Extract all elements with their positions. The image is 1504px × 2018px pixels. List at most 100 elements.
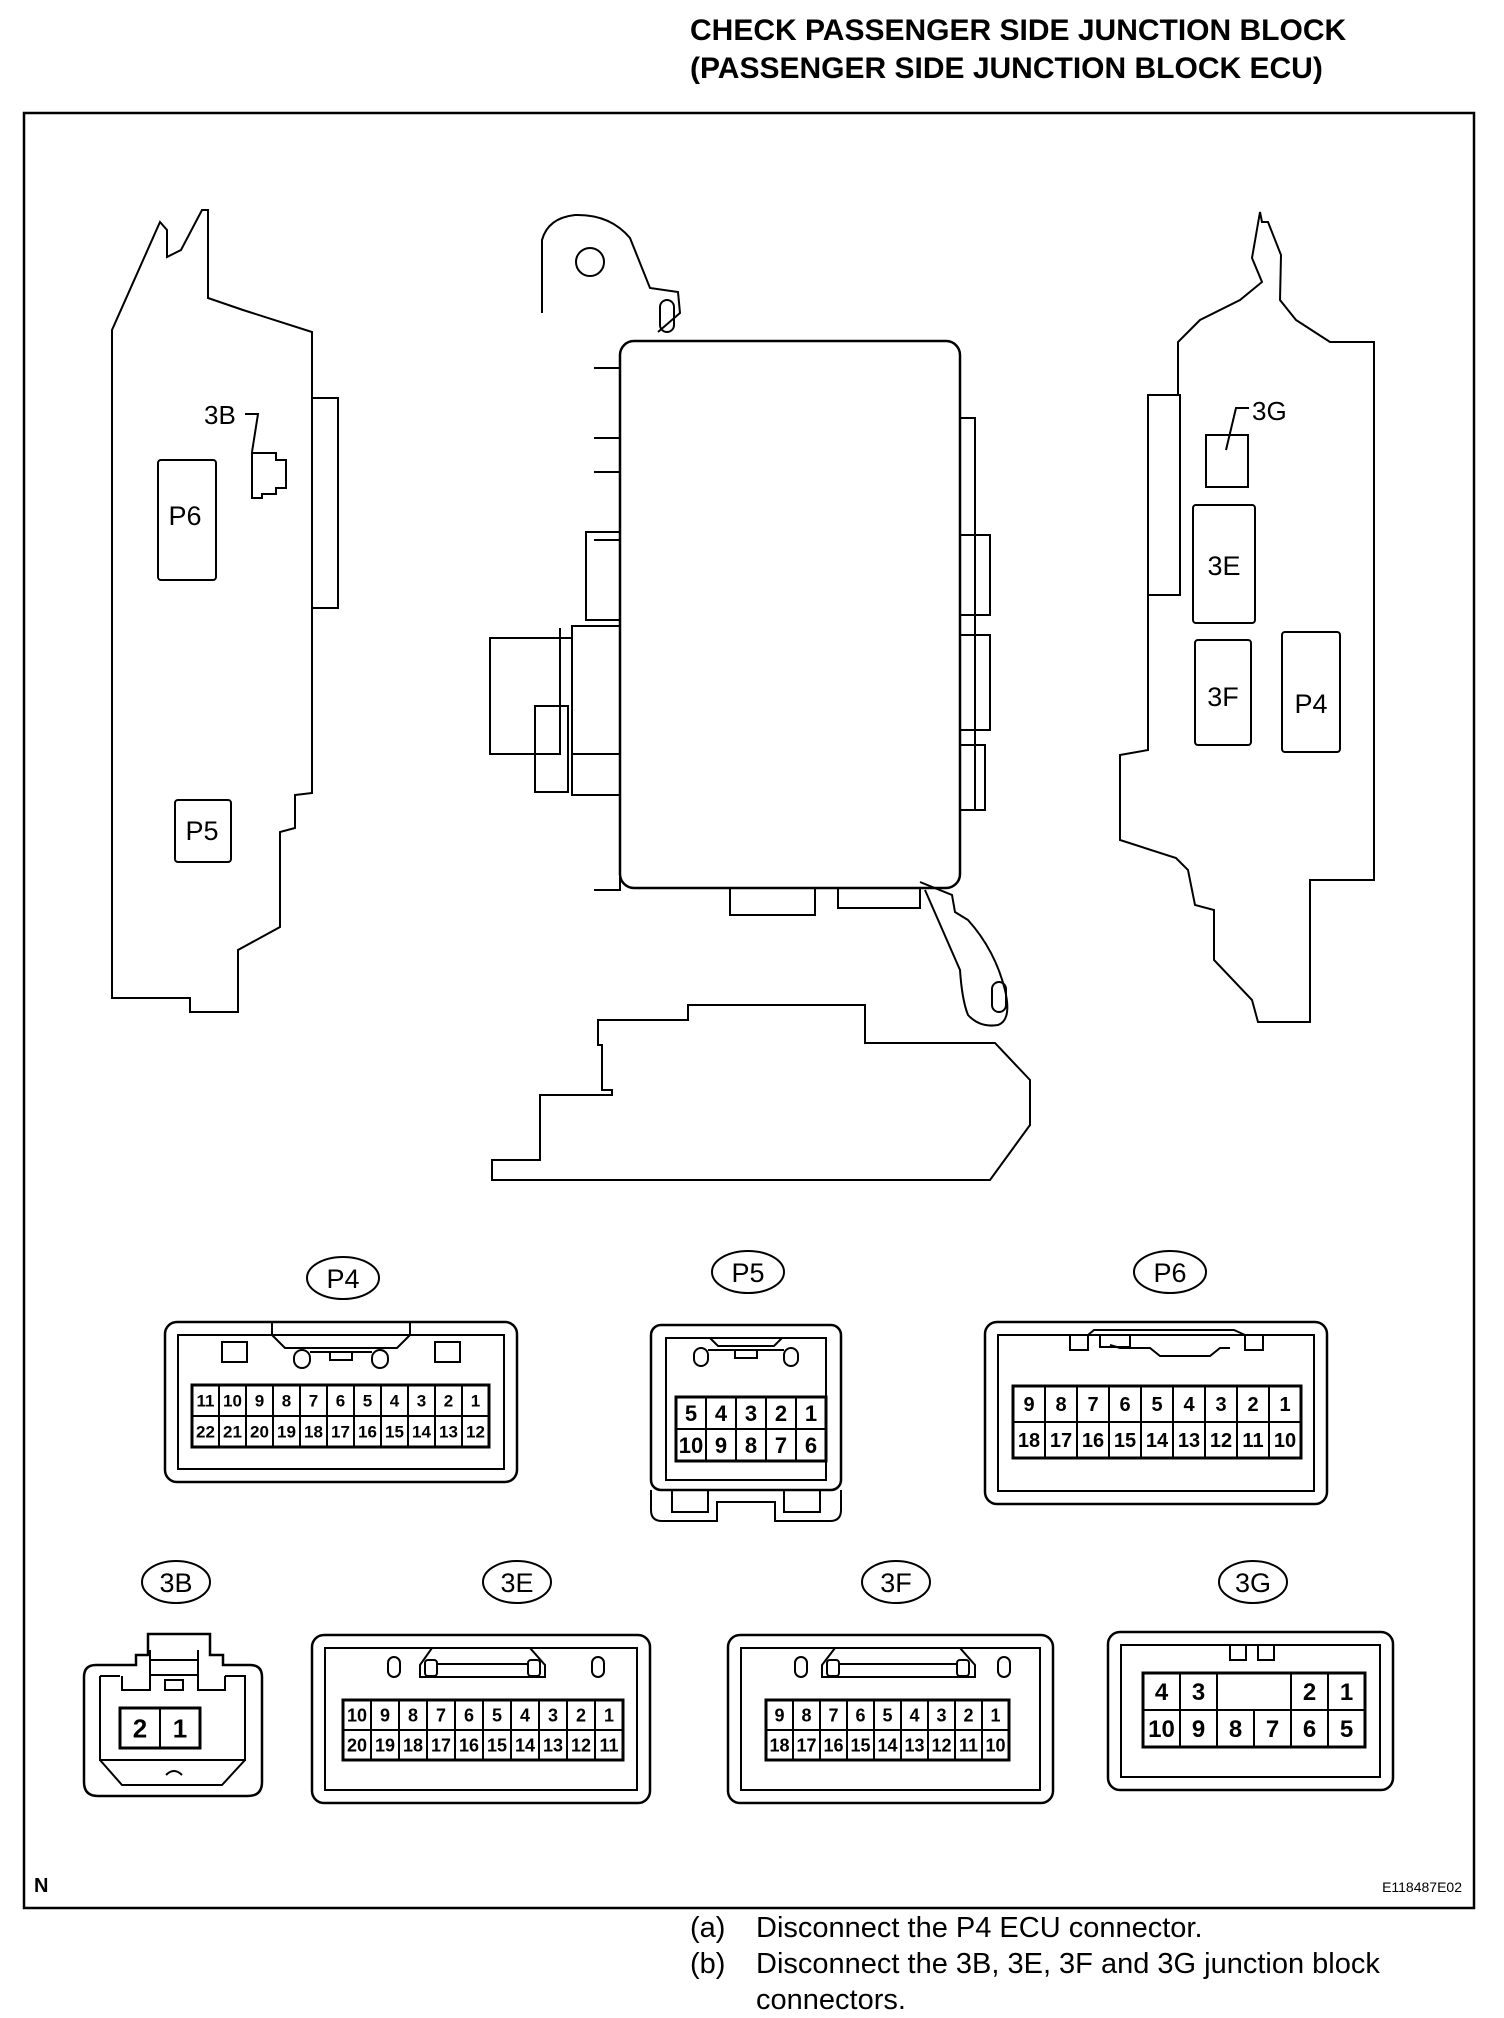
- pin-grid-outline: [674, 1395, 828, 1463]
- ecu-body: [618, 339, 962, 890]
- pin-number: 11: [197, 1392, 215, 1411]
- pin-number: 2: [963, 1705, 973, 1725]
- pin-number: 16: [1082, 1430, 1104, 1452]
- pin-number: 9: [1023, 1394, 1034, 1416]
- pin-number: 9: [715, 1433, 727, 1458]
- pin-number: 3: [936, 1705, 946, 1725]
- pin-number: 2: [775, 1401, 787, 1426]
- pin-number: 12: [931, 1735, 951, 1755]
- pin-number: 12: [571, 1735, 591, 1755]
- connector-3F-tag: [861, 1560, 931, 1604]
- pin-grid-outline: [118, 1706, 202, 1750]
- instruction-b: (b) Disconnect the 3B, 3E, 3F and 3G jun…: [690, 1946, 1466, 2018]
- pin-number: 1: [604, 1705, 614, 1725]
- right-connector-3E: [1192, 504, 1256, 624]
- pin-number: 20: [347, 1735, 367, 1755]
- pin-number: 18: [1018, 1430, 1040, 1452]
- left-label-P6: P6: [168, 501, 201, 531]
- pin-number: 12: [466, 1423, 485, 1442]
- pin-number: 14: [412, 1423, 431, 1442]
- pin-number: 11: [599, 1735, 618, 1755]
- left-block-housing: [111, 209, 339, 1013]
- instruction-b-label: (b): [690, 1948, 726, 1980]
- pin-number: 19: [277, 1423, 296, 1442]
- pin-number: 9: [774, 1705, 784, 1725]
- pin-number: 1: [1340, 1679, 1353, 1706]
- pin-number: 18: [769, 1735, 789, 1755]
- left-label-3B: 3B: [204, 400, 236, 430]
- pin-number: 12: [1210, 1430, 1232, 1452]
- pin-number: 7: [828, 1705, 838, 1725]
- pin-number: 2: [576, 1705, 586, 1725]
- pin-number: 2: [444, 1392, 453, 1411]
- pin-number: 17: [431, 1735, 451, 1755]
- pin-number: 18: [304, 1423, 323, 1442]
- pin-number: 6: [1303, 1716, 1316, 1743]
- pin-number: 8: [282, 1392, 291, 1411]
- pin-number: 5: [882, 1705, 892, 1725]
- connector-P5-tag: [711, 1250, 785, 1294]
- left-connector-P5: [174, 799, 232, 863]
- pin-number: 4: [390, 1392, 400, 1411]
- pin-number: 8: [745, 1433, 757, 1458]
- pin-number: 10: [223, 1392, 242, 1411]
- pin-number: 9: [255, 1392, 264, 1411]
- pin-number: 9: [380, 1705, 390, 1725]
- pin-number: 13: [1178, 1430, 1200, 1452]
- connector-P6-tag: [1133, 1250, 1207, 1294]
- pin-number: 1: [1279, 1394, 1290, 1416]
- pin-number: 5: [1151, 1394, 1162, 1416]
- pin-number: 17: [796, 1735, 816, 1755]
- right-leader-3G: [1225, 407, 1249, 451]
- right-connector-3G: [1205, 434, 1249, 488]
- pin-number: 2: [1247, 1394, 1258, 1416]
- connector-P4-tag-label: P4: [326, 1264, 359, 1294]
- pin-number: 9: [1192, 1716, 1205, 1743]
- instruction-a-text: Disconnect the P4 ECU connector.: [756, 1912, 1203, 1944]
- left-label-P5: P5: [185, 816, 218, 846]
- connector-3G-tag-label: 3G: [1235, 1568, 1271, 1598]
- footer-left-mark: N: [34, 1875, 48, 1897]
- pin-number: 4: [520, 1705, 530, 1725]
- connector-3B-tag: [141, 1560, 211, 1604]
- pin-number: 5: [1340, 1716, 1353, 1743]
- pin-number: 5: [363, 1392, 372, 1411]
- pin-number: 16: [823, 1735, 843, 1755]
- pin-number: 3: [1215, 1394, 1226, 1416]
- instruction-a-label: (a): [690, 1912, 726, 1944]
- connector-3G-tag: [1218, 1560, 1288, 1604]
- right-connector-3F: [1194, 639, 1252, 746]
- connector-3E-tag-label: 3E: [500, 1568, 533, 1598]
- right-block-housing: [1119, 211, 1375, 1023]
- instructions: (a) Disconnect the P4 ECU connector. (b)…: [690, 1910, 1466, 2018]
- pin-number: 1: [471, 1392, 480, 1411]
- pin-number: 3: [745, 1401, 757, 1426]
- pin-number: 8: [1055, 1394, 1066, 1416]
- pin-number: 6: [1119, 1394, 1130, 1416]
- ecu-mounting-bracket: [541, 213, 1009, 1027]
- pin-number: 8: [801, 1705, 811, 1725]
- connector-3F-tag-label: 3F: [880, 1568, 912, 1598]
- pin-grid-outline: [341, 1698, 625, 1762]
- pin-number: 10: [679, 1433, 703, 1458]
- pin-grid-outline: [1011, 1384, 1303, 1460]
- pin-number: 14: [877, 1735, 897, 1755]
- pin-number: 7: [436, 1705, 446, 1725]
- pin-number: 1: [173, 1713, 187, 1743]
- pin-number: 10: [1274, 1430, 1296, 1452]
- connector-P4-tag: [306, 1256, 380, 1300]
- page-title: CHECK PASSENGER SIDE JUNCTION BLOCK (PAS…: [690, 12, 1346, 88]
- pin-number: 1: [805, 1401, 817, 1426]
- pin-number: 6: [336, 1392, 345, 1411]
